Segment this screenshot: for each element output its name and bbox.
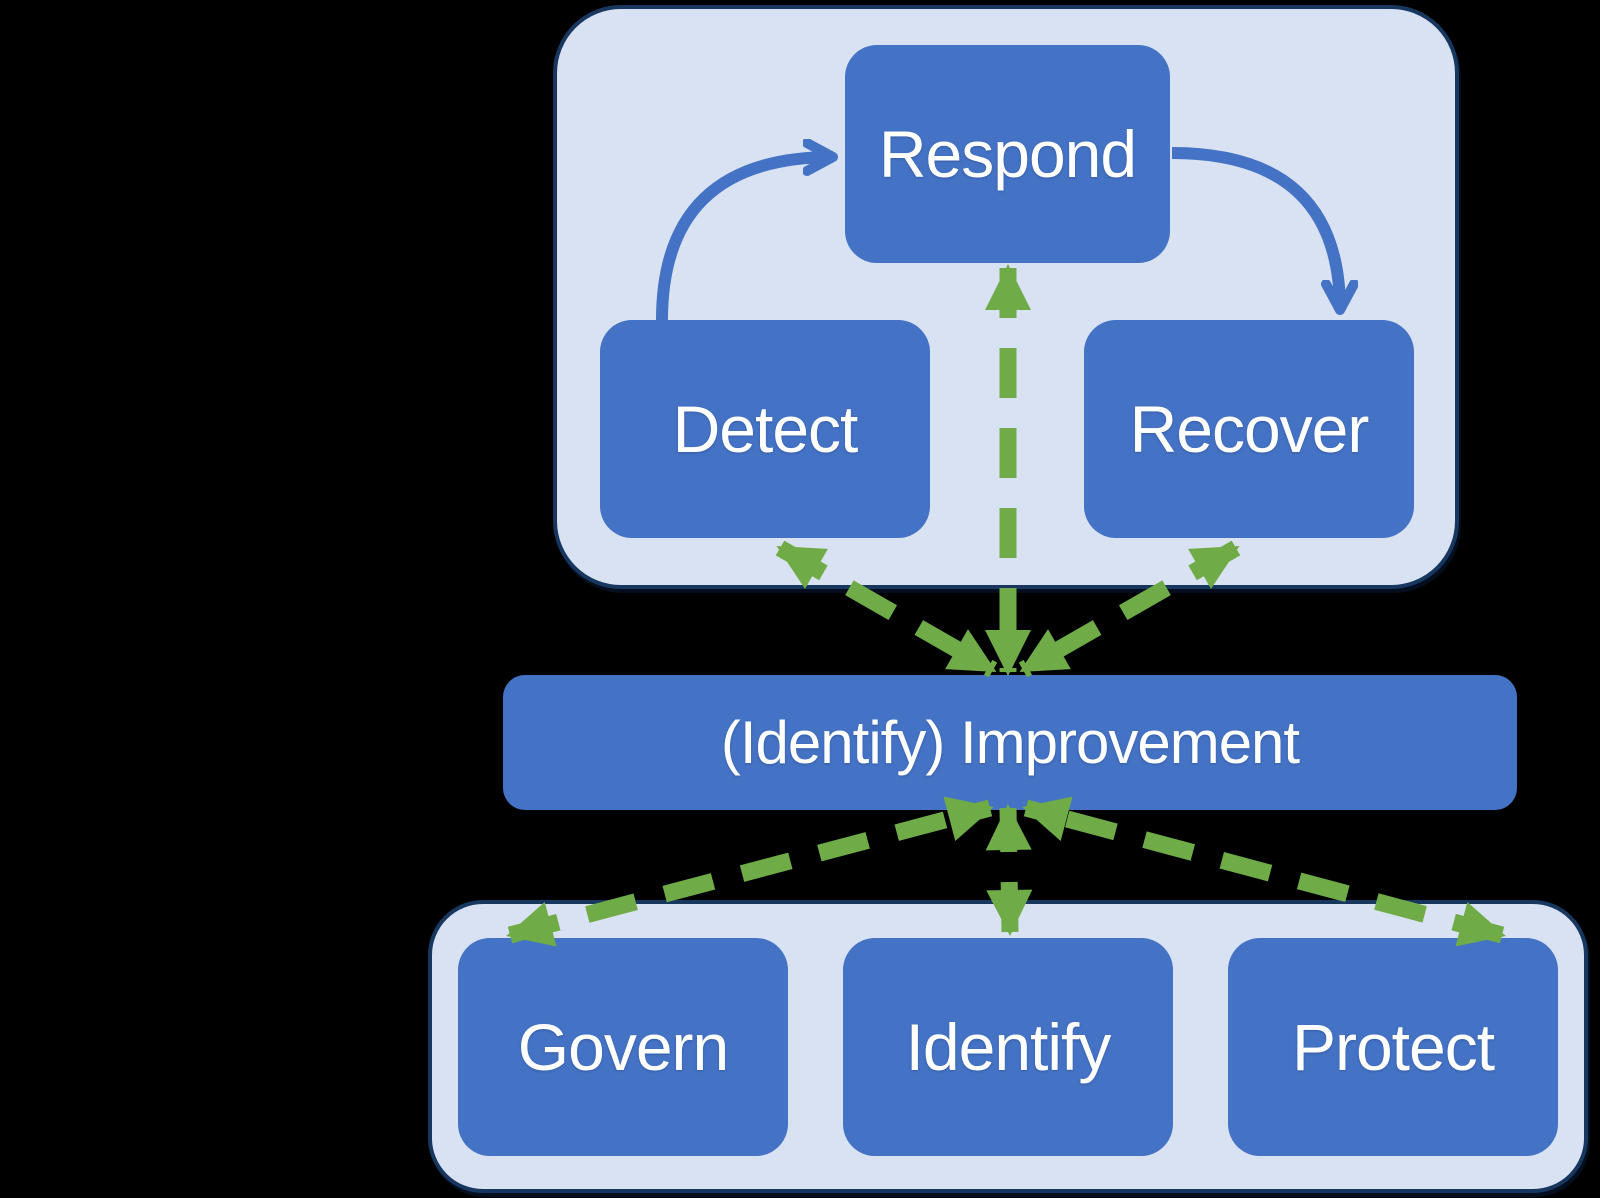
node-identify: Identify	[843, 938, 1173, 1156]
node-protect-label: Protect	[1291, 1010, 1495, 1084]
node-govern: Govern	[458, 938, 788, 1156]
node-respond: Respond	[845, 45, 1170, 263]
node-improvement-label: (Identify) Improvement	[720, 709, 1300, 776]
node-govern-label: Govern	[517, 1010, 729, 1084]
node-detect-label: Detect	[672, 392, 859, 466]
node-recover: Recover	[1084, 320, 1414, 538]
node-detect: Detect	[600, 320, 930, 538]
node-protect: Protect	[1228, 938, 1558, 1156]
node-recover-label: Recover	[1129, 392, 1370, 466]
node-improvement: (Identify) Improvement	[503, 675, 1517, 810]
node-identify-label: Identify	[905, 1010, 1112, 1084]
node-respond-label: Respond	[878, 117, 1137, 191]
